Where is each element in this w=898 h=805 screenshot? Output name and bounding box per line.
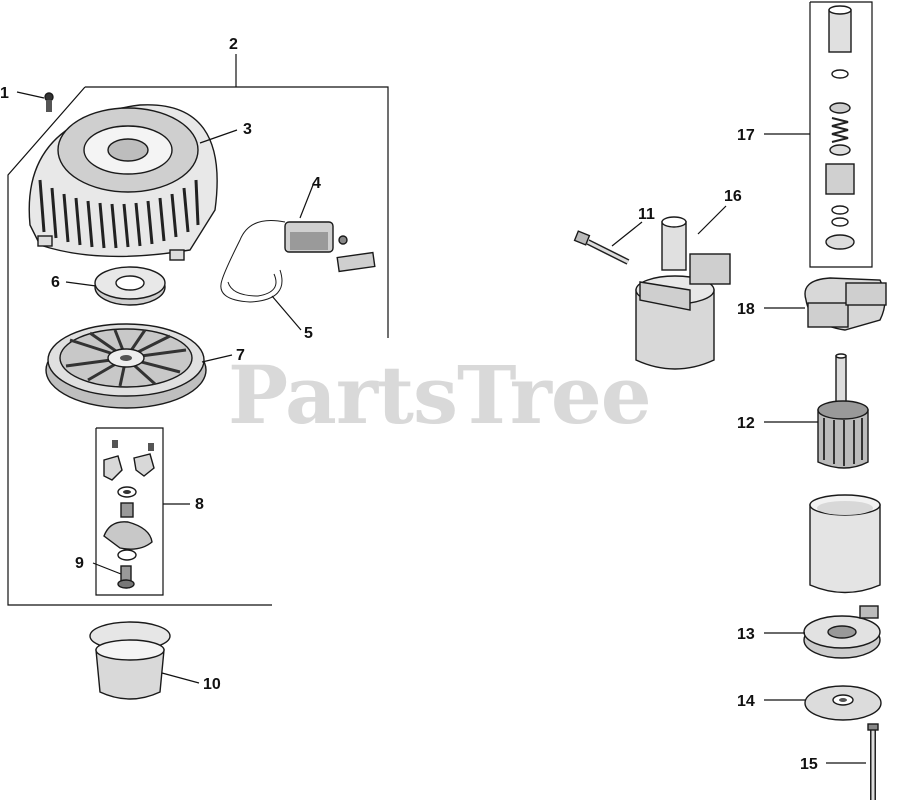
- leader-lines: [16, 54, 866, 764]
- callout-7: 7: [236, 347, 245, 364]
- part-16-starter-motor[interactable]: [635, 216, 731, 370]
- part-9-screw[interactable]: [117, 565, 135, 589]
- part-13-brush-plate[interactable]: [803, 605, 881, 659]
- callout-labels: 1 2 3 4 5 6 7 8 9 10 11 16 17 18 12 13 1…: [0, 36, 818, 773]
- callout-8: 8: [195, 496, 204, 513]
- part-14-plate[interactable]: [804, 685, 882, 721]
- part-1-screw[interactable]: [44, 92, 54, 112]
- callout-9: 9: [75, 555, 84, 572]
- part-18-end-cap[interactable]: [804, 277, 887, 331]
- part-3-blower-housing[interactable]: [28, 104, 218, 261]
- part-15-bolt[interactable]: [867, 723, 879, 800]
- callout-10: 10: [203, 676, 221, 693]
- callout-12: 12: [737, 415, 755, 432]
- part-6-cup[interactable]: [94, 266, 166, 306]
- part-17-drive-kit[interactable]: [825, 5, 855, 250]
- callout-17: 17: [737, 127, 755, 144]
- part-12-armature[interactable]: [817, 353, 869, 469]
- callout-11: 11: [638, 206, 655, 223]
- part-5-wire[interactable]: [220, 220, 286, 303]
- part-4-switch[interactable]: [284, 221, 376, 273]
- callout-16: 16: [724, 188, 742, 205]
- callout-4: 4: [312, 175, 321, 192]
- callout-6: 6: [51, 274, 60, 291]
- part-11-bolt[interactable]: [573, 230, 630, 265]
- callout-2: 2: [229, 36, 238, 53]
- callout-5: 5: [304, 325, 313, 342]
- callout-18: 18: [737, 301, 755, 318]
- part-7-pulley[interactable]: [45, 323, 207, 409]
- callout-3: 3: [243, 121, 252, 138]
- recoil-starter-group-bracket: [7, 1, 873, 606]
- part-8-ratchet-kit[interactable]: [103, 440, 155, 561]
- callout-15: 15: [800, 756, 818, 773]
- part-10-cup[interactable]: [89, 621, 171, 700]
- callout-14: 14: [737, 693, 755, 710]
- starter-housing: [809, 494, 881, 594]
- callout-13: 13: [737, 626, 755, 643]
- callout-1: 1: [0, 85, 9, 102]
